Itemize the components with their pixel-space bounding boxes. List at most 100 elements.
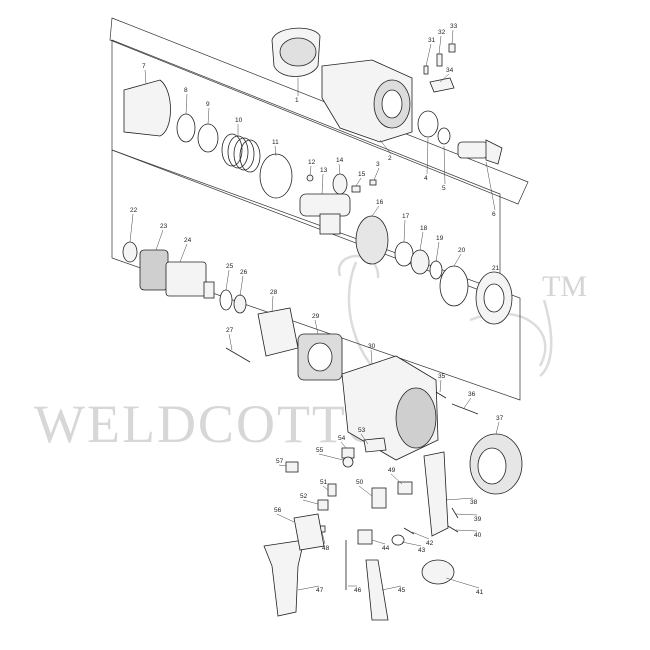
part-label-43: 43 [418,547,426,554]
leader-line-45 [381,585,402,591]
part-label-57: 57 [276,458,284,465]
leader-line-44 [371,539,386,545]
part-27-screw [225,347,251,363]
frame-front-group [111,39,501,299]
leader-line-2 [379,139,392,155]
part-label-37: 37 [496,415,504,422]
part-label-54: 54 [338,435,346,442]
part-3-pin [369,179,377,186]
part-label-18: 18 [420,225,428,232]
leader-line-27 [228,333,233,351]
part-16-bearing [355,215,389,265]
part-label-23: 23 [160,223,168,230]
leader-line-4 [426,137,429,175]
leader-line-12 [309,165,312,176]
part-label-14: 14 [336,157,344,164]
part-label-5: 5 [442,185,446,192]
part-51-lead [327,483,337,497]
leader-line-32 [438,35,442,55]
part-label-47: 47 [316,587,324,594]
leader-line-16 [371,205,380,217]
part-8-ring [176,113,196,143]
part-9-washer [197,123,219,153]
part-label-11: 11 [272,139,279,146]
leader-line-52 [302,499,319,505]
part-2-housing [321,59,413,143]
part-label-27: 27 [226,327,234,334]
leader-line-42 [411,531,430,540]
part-45-cord-guard [365,559,389,621]
part-44-terminal [357,529,373,545]
leader-line-11 [274,145,277,157]
leader-line-13 [321,173,324,195]
leader-line-40 [455,529,478,532]
leader-line-22 [129,213,134,243]
part-label-13: 13 [320,167,328,174]
part-label-2: 2 [388,155,392,162]
part-label-31: 31 [428,37,436,44]
leader-line-33 [451,29,454,45]
part-label-15: 15 [358,171,366,178]
part-label-30: 30 [368,343,376,350]
leader-line-41 [445,577,480,589]
part-label-7: 7 [142,63,146,70]
part-35-screw [435,391,447,399]
part-label-53: 53 [358,427,366,434]
part-5-oring [437,127,451,145]
part-55-screw [342,456,354,468]
part-label-51: 51 [320,479,328,486]
part-label-36: 36 [468,391,476,398]
leader-line-25 [225,269,230,291]
part-label-20: 20 [458,247,466,254]
part-label-56: 56 [274,507,282,514]
leader-line-56 [276,513,295,523]
leader-line-55 [318,453,344,461]
part-label-33: 33 [450,23,458,30]
part-54-switch [341,447,355,459]
part-29-field [297,333,343,381]
part-37-rear-cover [469,433,523,495]
part-label-22: 22 [130,207,138,214]
leader-line-29 [314,319,319,335]
part-label-38: 38 [470,499,478,506]
leader-line-50 [358,485,373,497]
part-label-49: 49 [388,467,396,474]
leader-line-14 [338,163,341,175]
part-label-9: 9 [206,101,210,108]
leader-line-8 [185,93,188,115]
leader-line-54 [340,441,347,449]
part-20-oring [439,265,469,307]
part-label-19: 19 [436,235,444,242]
leader-line-36 [463,397,472,409]
part-19-ring [429,260,443,280]
part-label-50: 50 [356,479,364,486]
part-label-3: 3 [376,161,380,168]
part-label-52: 52 [300,493,308,500]
part-label-28: 28 [270,289,278,296]
part-30-motor-housing [341,355,439,461]
part-7-sleeve [123,79,171,137]
part-label-32: 32 [438,29,446,36]
part-11-ring [259,153,293,199]
leader-line-57 [278,464,287,467]
part-50-capacitor [371,487,387,509]
part-label-26: 26 [240,269,248,276]
leader-line-28 [271,295,274,313]
part-label-46: 46 [354,587,362,594]
part-label-55: 55 [316,447,324,454]
part-label-40: 40 [474,532,482,539]
watermark-trademark: TM [542,270,587,303]
part-number-labels: 1234567891011121314151617181920212223242… [129,23,504,596]
leader-line-9 [207,107,210,125]
part-14-gear [332,173,348,195]
part-15-pin [351,185,361,193]
leader-line-38 [445,497,474,501]
part-57-cover [285,461,299,473]
part-26-bearing [233,294,247,314]
leader-line-37 [495,421,500,435]
part-label-1: 1 [295,97,299,104]
part-33-screw [448,43,456,53]
part-52-cap [317,499,329,511]
part-25-fan [219,289,233,311]
leader-line-26 [239,275,244,297]
